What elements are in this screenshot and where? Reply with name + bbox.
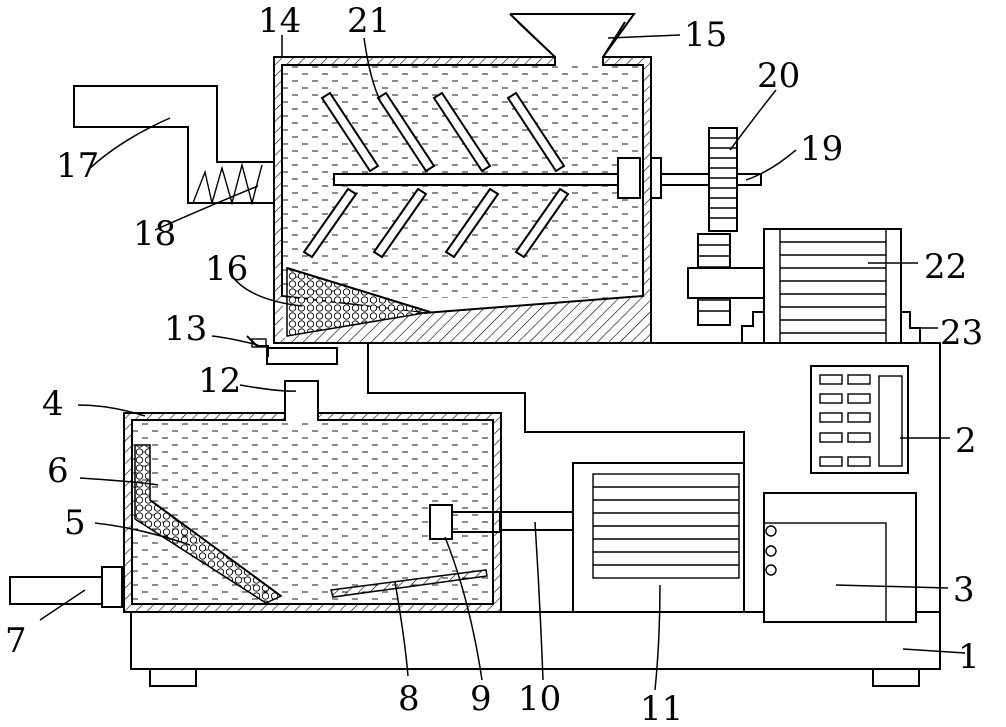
left-foot — [149, 668, 197, 687]
right-foot — [872, 668, 920, 687]
keypad-buttons — [819, 374, 871, 467]
label-4: 4 — [42, 384, 64, 424]
valve — [246, 335, 338, 365]
label-1: 1 — [958, 637, 980, 677]
label-5: 5 — [64, 503, 86, 543]
label-2: 2 — [955, 421, 977, 461]
label-7: 7 — [5, 621, 27, 661]
label-17: 17 — [56, 146, 99, 186]
electric-box — [763, 492, 917, 623]
label-6: 6 — [47, 451, 69, 491]
label-9: 9 — [470, 679, 492, 719]
drain-pipe — [9, 576, 103, 605]
motor-mount-left — [741, 311, 764, 343]
label-13: 13 — [164, 309, 207, 349]
label-19: 19 — [800, 129, 843, 169]
drive-gears — [687, 127, 921, 344]
sensor — [429, 504, 453, 540]
filter-plate — [149, 499, 282, 597]
label-18: 18 — [133, 214, 176, 254]
inlet-pipe — [284, 380, 319, 420]
bearing — [617, 157, 641, 199]
label-21: 21 — [347, 1, 390, 41]
label-23: 23 — [940, 313, 983, 353]
motor-mount-right — [901, 311, 921, 343]
panel-display — [878, 375, 903, 467]
label-15: 15 — [684, 15, 727, 55]
pump-motor — [572, 462, 745, 613]
drain-flange — [101, 566, 123, 608]
label-14: 14 — [258, 1, 301, 41]
label-12: 12 — [198, 361, 241, 401]
label-20: 20 — [757, 56, 800, 96]
label-22: 22 — [924, 247, 967, 287]
reference-labels: 1 2 3 4 5 6 7 8 9 10 11 12 13 14 15 16 1… — [5, 1, 983, 727]
label-11: 11 — [640, 689, 683, 727]
spring — [192, 162, 263, 206]
label-8: 8 — [398, 679, 420, 719]
drive-motor — [763, 228, 902, 344]
sloped-bottom — [330, 569, 488, 598]
control-panel — [810, 365, 909, 474]
leader-lines — [39, 34, 966, 691]
side-inlet — [73, 85, 274, 206]
feed-hopper — [509, 13, 636, 58]
stirring-shaft — [302, 91, 762, 259]
label-10: 10 — [518, 679, 561, 719]
base — [130, 611, 941, 687]
label-3: 3 — [953, 570, 975, 610]
large-gear — [708, 127, 738, 232]
lower-tank — [9, 380, 502, 613]
blades — [302, 91, 570, 259]
cooling-fins — [593, 486, 739, 566]
label-16: 16 — [205, 249, 248, 289]
motor-shaft — [687, 267, 765, 299]
